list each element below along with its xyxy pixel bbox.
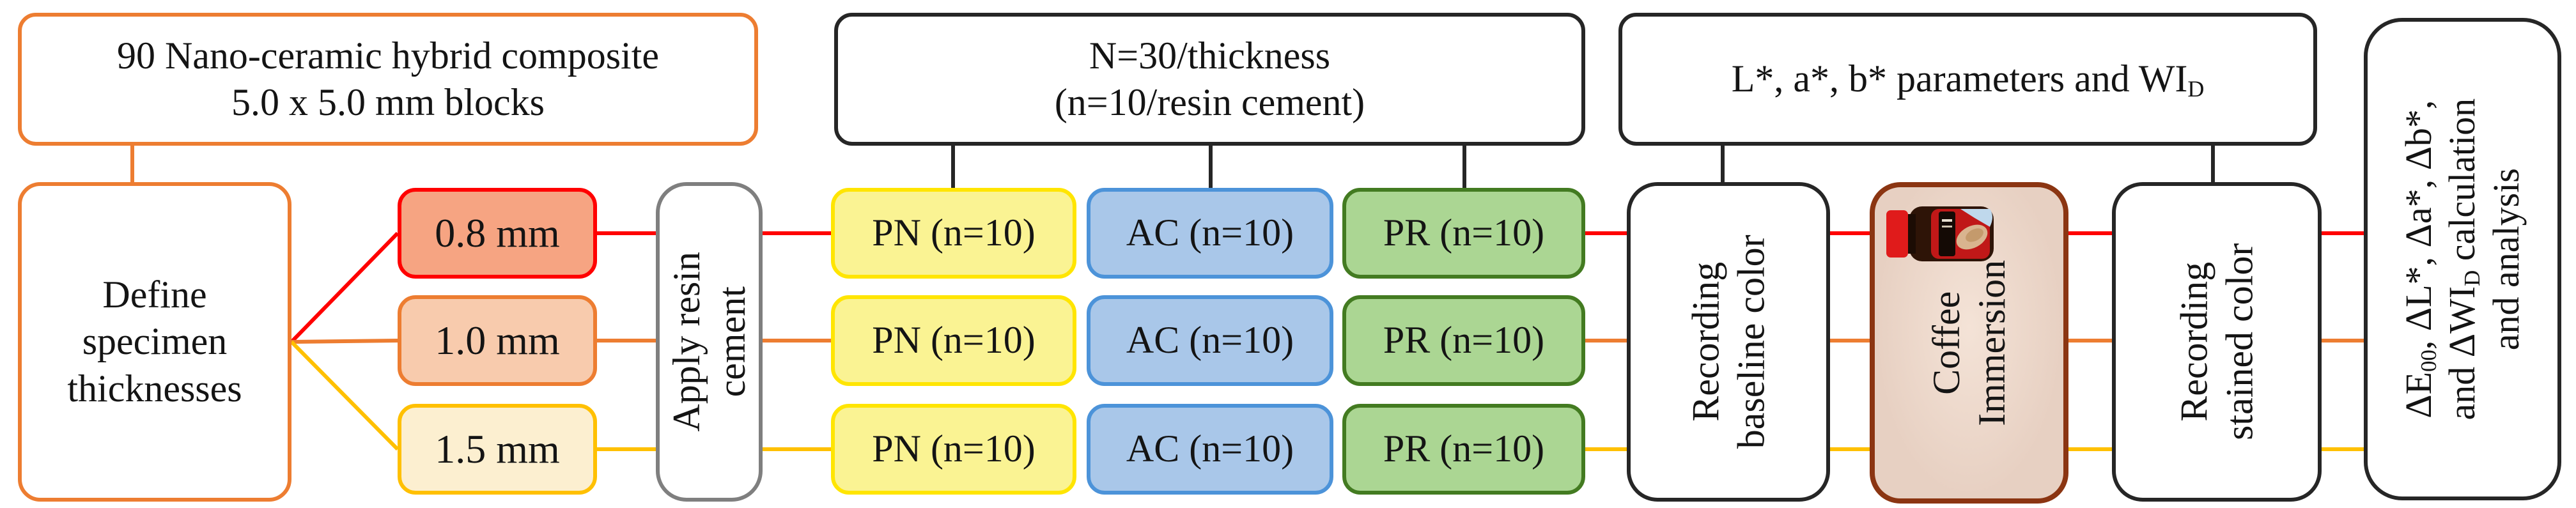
group-pr-row3: PR (n=10) <box>1342 404 1585 495</box>
define-box-line2: specimen <box>82 320 228 363</box>
group-ac-row3: AC (n=10) <box>1087 404 1333 495</box>
specimens-box: 90 Nano-ceramic hybrid composite 5.0 x 5… <box>18 13 758 146</box>
group-ac-row1-label: AC (n=10) <box>1126 212 1294 254</box>
analysis-line2-post: calculation <box>2441 98 2483 270</box>
stained-box-text-wrap: Recording stained color <box>2116 186 2318 498</box>
analysis-line2-pre: and ΔWI <box>2441 286 2483 420</box>
analysis-line1-pre: ΔE <box>2397 371 2439 419</box>
group-pn-row1: PN (n=10) <box>831 188 1076 279</box>
group-pn-row2: PN (n=10) <box>831 295 1076 386</box>
thickness-15-label: 1.5 mm <box>435 426 560 472</box>
coffee-jar-label-text-mark1 <box>1942 219 1952 222</box>
group-pr-row2-label: PR (n=10) <box>1383 319 1545 362</box>
thickness-10-box: 1.0 mm <box>398 295 597 386</box>
parameters-box-label: L*, a*, b* parameters and WID <box>1732 56 2205 102</box>
group-ac-row1: AC (n=10) <box>1087 188 1333 279</box>
thickness-08-label: 0.8 mm <box>435 210 560 256</box>
baseline-box-line1: Recording <box>1684 262 1727 422</box>
coffee-jar-label-highlight <box>1960 209 1992 227</box>
apply-box-text-wrap: Apply resin cement <box>660 186 759 498</box>
sample-size-line2: (n=10/resin cement) <box>1054 81 1365 123</box>
analysis-box-line3: and analysis <box>2485 167 2527 351</box>
define-box-line1: Define <box>102 273 207 316</box>
analysis-box-line1: ΔE00, ΔL*, Δa*, Δb*, <box>2397 98 2441 420</box>
specimens-box-line1: 90 Nano-ceramic hybrid composite <box>116 34 660 77</box>
parameters-box: L*, a*, b* parameters and WID <box>1618 13 2317 146</box>
group-pn-row3-label: PN (n=10) <box>872 427 1036 470</box>
specimens-box-line2: 5.0 x 5.0 mm blocks <box>231 81 545 123</box>
analysis-box-text-wrap: ΔE00, ΔL*, Δa*, Δb*, and ΔWID calculatio… <box>2368 22 2557 496</box>
apply-box-line1: Apply resin <box>665 252 708 432</box>
coffee-jar-image <box>1886 206 1994 261</box>
group-ac-row2-label: AC (n=10) <box>1126 319 1294 362</box>
stained-box-line2: stained color <box>2217 243 2260 441</box>
coffee-box-line1: Coffee <box>1925 291 1967 395</box>
coffee-jar-label-text-mark2 <box>1942 226 1952 227</box>
group-ac-row3-label: AC (n=10) <box>1126 427 1294 470</box>
coffee-jar-mug-inner <box>1966 228 1983 242</box>
coffee-jar-neck <box>1908 214 1916 254</box>
group-pn-row1-label: PN (n=10) <box>872 212 1036 254</box>
sample-size-box: N=30/thickness (n=10/resin cement) <box>834 13 1585 146</box>
thickness-15-box: 1.5 mm <box>398 404 597 495</box>
thickness-08-box: 0.8 mm <box>398 188 597 279</box>
analysis-line1-sub: 00 <box>2416 350 2441 372</box>
group-pr-row3-label: PR (n=10) <box>1383 427 1545 470</box>
stained-box-line1: Recording <box>2173 262 2215 422</box>
group-ac-row2: AC (n=10) <box>1087 295 1333 386</box>
analysis-box: ΔE00, ΔL*, Δa*, Δb*, and ΔWID calculatio… <box>2364 18 2561 500</box>
coffee-box-line2: Immersion <box>1970 259 2013 426</box>
parameters-text: L*, a*, b* parameters and WI <box>1731 58 2188 100</box>
group-pr-row1-label: PR (n=10) <box>1383 212 1545 254</box>
analysis-line2-sub: D <box>2459 270 2485 286</box>
thickness-10-label: 1.0 mm <box>435 317 560 363</box>
group-pn-row3: PN (n=10) <box>831 404 1076 495</box>
define-thicknesses-box: Define specimen thicknesses <box>18 182 291 502</box>
coffee-immersion-box: Coffee Immersion <box>1870 182 2068 504</box>
parameters-subscript: D <box>2187 76 2205 102</box>
coffee-jar-cap <box>1886 210 1908 258</box>
sample-size-line1: N=30/thickness <box>1089 34 1331 77</box>
coffee-jar-label-stripe <box>1939 212 1955 256</box>
apply-box-line2: cement <box>710 286 753 397</box>
group-pr-row2: PR (n=10) <box>1342 295 1585 386</box>
connector-define-to-10 <box>291 339 398 344</box>
define-box-line3: thicknesses <box>67 367 242 410</box>
group-pr-row1: PR (n=10) <box>1342 188 1585 279</box>
analysis-line1-post: , ΔL*, Δa*, Δb*, <box>2397 100 2439 350</box>
connector-define-to-08 <box>290 231 400 344</box>
connector-define-to-15 <box>290 340 400 451</box>
group-pn-row2-label: PN (n=10) <box>872 319 1036 362</box>
apply-resin-cement-box: Apply resin cement <box>656 182 763 502</box>
analysis-box-line2: and ΔWID calculation <box>2440 98 2485 420</box>
baseline-box-line2: baseline color <box>1730 235 1772 449</box>
recording-baseline-box: Recording baseline color <box>1627 182 1830 502</box>
baseline-box-text-wrap: Recording baseline color <box>1631 186 1826 498</box>
recording-stained-box: Recording stained color <box>2112 182 2322 502</box>
